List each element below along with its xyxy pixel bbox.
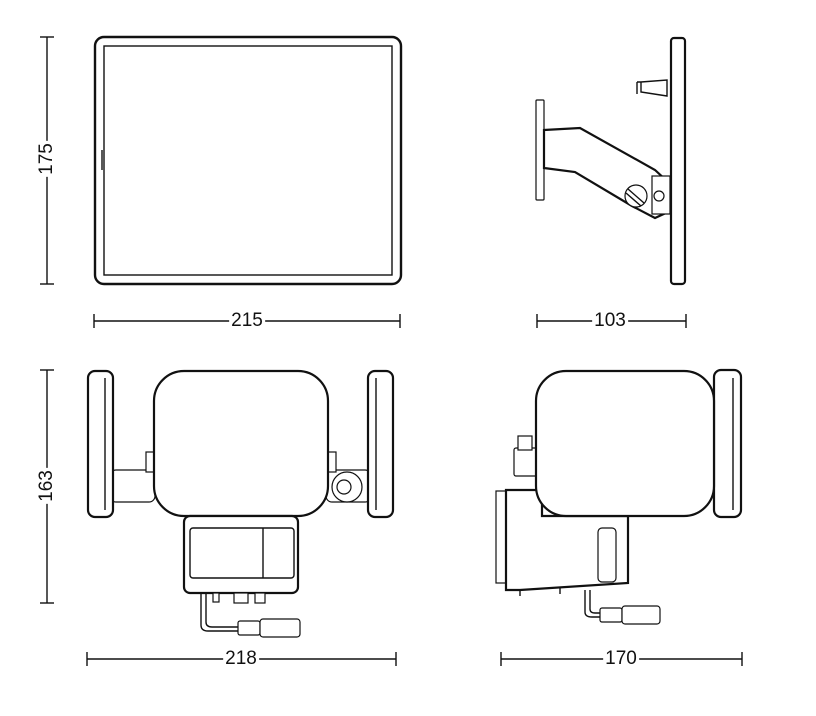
unit-depth-label: 170 <box>603 648 639 669</box>
panel-width-label: 215 <box>229 310 265 331</box>
panel-side-view <box>535 36 687 286</box>
unit-width-label: 218 <box>223 648 259 669</box>
unit-side-view <box>495 368 743 625</box>
panel-front-view <box>93 35 403 286</box>
unit-front-view <box>86 369 395 638</box>
unit-height-label: 163 <box>36 468 57 504</box>
panel-height-label: 175 <box>36 141 57 177</box>
side-depth-label: 103 <box>592 310 628 331</box>
